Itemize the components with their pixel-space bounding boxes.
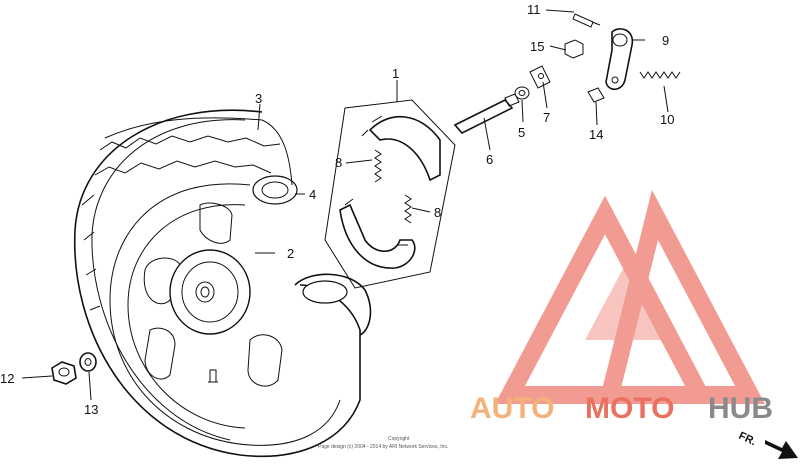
watermark-text: AUTO MOTO HUB xyxy=(470,392,773,425)
watermark-logo xyxy=(495,189,765,404)
callout-12: 12 xyxy=(0,371,14,386)
leader-lines xyxy=(21,9,669,401)
callout-6: 6 xyxy=(486,152,493,167)
copyright-line-2: Page design (c) 2004 - 2014 by ARI Netwo… xyxy=(318,444,448,450)
callout-3: 3 xyxy=(255,91,262,106)
callout-15: 15 xyxy=(530,39,544,54)
callout-8-upper: 8 xyxy=(335,155,342,170)
callout-9: 9 xyxy=(662,33,669,48)
callout-5: 5 xyxy=(518,125,525,140)
front-arrow-icon xyxy=(765,440,798,459)
callout-1: 1 xyxy=(392,66,399,81)
axle-hardware xyxy=(51,352,97,385)
callout-4: 4 xyxy=(309,187,316,202)
front-label: FR. xyxy=(737,430,758,448)
callout-7: 7 xyxy=(543,110,550,125)
front-direction-indicator: FR. xyxy=(737,430,798,459)
callout-2: 2 xyxy=(287,246,294,261)
wheel-assembly xyxy=(73,109,372,458)
watermark-auto: AUTO xyxy=(470,392,554,425)
watermark-moto: MOTO xyxy=(585,392,674,425)
callout-13: 13 xyxy=(84,402,98,417)
copyright-line-1: Copyright xyxy=(388,436,410,442)
watermark-hub: HUB xyxy=(708,392,773,425)
callout-14: 14 xyxy=(589,127,603,142)
brake-shoe-group xyxy=(324,99,456,289)
brake-cam-parts xyxy=(453,65,551,134)
callout-11: 11 xyxy=(527,2,541,17)
callout-8-lower: 8 xyxy=(434,205,441,220)
callout-10: 10 xyxy=(660,112,674,127)
callouts: 1 2 3 4 5 6 7 8 8 9 10 11 12 13 14 15 xyxy=(0,2,674,417)
brake-arm-parts xyxy=(564,13,681,103)
copyright-notice: Copyright Page design (c) 2004 - 2014 by… xyxy=(318,436,448,450)
